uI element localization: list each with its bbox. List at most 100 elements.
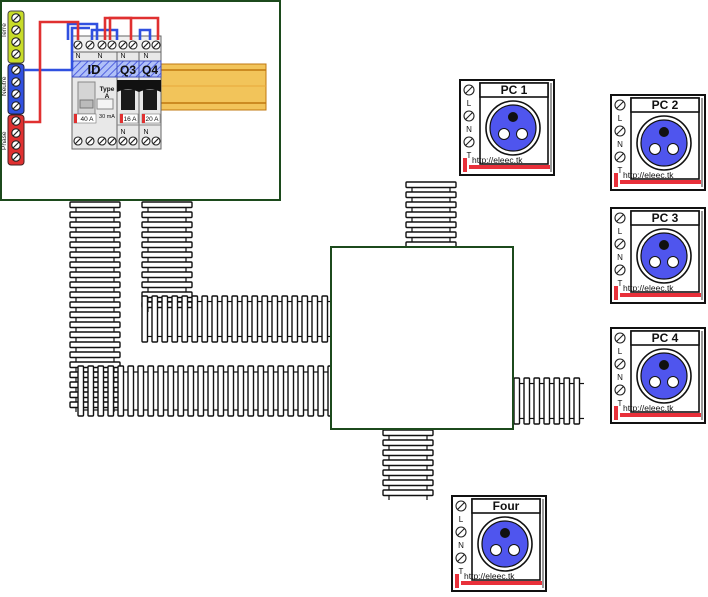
module-screw-icon (151, 40, 161, 50)
module-screw-icon (151, 136, 161, 146)
terminal-screw-icon (614, 384, 626, 396)
neutral-wires (24, 22, 152, 72)
module-screw-icon (73, 40, 83, 50)
module-screw-icon (118, 136, 128, 146)
conduit-lower-horizontal (77, 365, 338, 417)
socket-terminal-label: T (459, 567, 464, 576)
socket-label: PC 2 (652, 98, 679, 112)
socket-terminal-label: L (459, 515, 464, 524)
terminal-screw-icon (11, 128, 21, 138)
module-screw-icon (118, 40, 128, 50)
earth-bar: Terre (1, 10, 25, 64)
rcd-type-value: A (105, 93, 110, 100)
socket-terminal-label: L (618, 227, 623, 236)
module-screw-icon (128, 136, 138, 146)
socket-terminal-label: L (467, 99, 472, 108)
socket-url: http://eleec.tk (472, 155, 523, 165)
terminal-screw-icon (463, 84, 475, 96)
socket-terminal-label: T (618, 399, 623, 408)
module-screw-icon (107, 136, 117, 146)
conduit-mid-vertical (141, 201, 193, 312)
module-screw-icon (141, 40, 151, 50)
socket-terminal-label: N (617, 373, 623, 382)
phase-bar: Phase (1, 114, 25, 166)
terminal-screw-icon (11, 89, 21, 99)
terminal-screw-icon (11, 77, 21, 87)
terminal-screw-icon (11, 116, 21, 126)
socket-terminal-label: L (618, 114, 623, 123)
terminal-screw-icon (614, 264, 626, 276)
terminal-screw-icon (11, 25, 21, 35)
terminal-screw-icon (11, 49, 21, 59)
terminal-screw-icon (11, 13, 21, 23)
phase-wires (24, 16, 160, 124)
distribution-panel: Terre Neutre Phase (0, 0, 281, 201)
rcd-type-label: Type (100, 86, 115, 93)
socket-terminal-label: L (618, 347, 623, 356)
terminal-screw-icon (11, 152, 21, 162)
module-body (71, 35, 162, 150)
socket-url: http://eleec.tk (623, 403, 674, 413)
socket-face-icon (636, 228, 692, 284)
conduit-upper-horizontal (141, 295, 332, 343)
earth-bar-label: Terre (1, 23, 8, 38)
terminal-screw-icon (614, 332, 626, 344)
socket-terminal-label: N (617, 140, 623, 149)
terminal-screw-icon (614, 125, 626, 137)
terminal-screw-icon (11, 101, 21, 111)
rcd-sensitivity: 30 mA (99, 114, 115, 120)
socket-face-icon (636, 348, 692, 404)
terminal-n-label: N (120, 129, 125, 136)
socket-terminal-label: T (467, 151, 472, 160)
module-screw-icon (97, 40, 107, 50)
terminal-n-label: N (97, 53, 102, 60)
conduits (69, 181, 584, 500)
terminal-n-label: N (75, 53, 80, 60)
socket-terminal-label: N (466, 125, 472, 134)
socket-url: http://eleec.tk (623, 170, 674, 180)
neutral-bar: Neutre (1, 63, 25, 115)
socket-terminal-label: N (458, 541, 464, 550)
junction-box (330, 246, 514, 430)
conduit-top-to-pc1 (405, 181, 457, 252)
module-screw-icon (107, 40, 117, 50)
q4-rating: 20 A (145, 116, 159, 123)
terminal-screw-icon (463, 136, 475, 148)
neutral-bar-label: Neutre (1, 76, 8, 96)
terminal-n-label: N (120, 53, 125, 60)
phase-bar-label: Phase (1, 131, 8, 150)
module-screw-icon (128, 40, 138, 50)
terminal-screw-icon (455, 552, 467, 564)
terminal-screw-icon (614, 238, 626, 250)
socket-face-icon (477, 516, 533, 572)
socket-terminal-label: T (618, 279, 623, 288)
din-rail (159, 63, 267, 111)
socket-url: http://eleec.tk (623, 283, 674, 293)
socket-face-icon (485, 100, 541, 156)
terminal-screw-icon (614, 212, 626, 224)
terminal-screw-icon (455, 500, 467, 512)
terminal-screw-icon (11, 37, 21, 47)
q3-rating: 16 A (123, 116, 137, 123)
conduit-bottom-to-four (382, 429, 434, 500)
terminal-screw-icon (11, 65, 21, 75)
terminal-screw-icon (614, 99, 626, 111)
module-screw-icon (141, 136, 151, 146)
conduit-right (513, 377, 584, 425)
socket-label: PC 4 (652, 331, 679, 345)
terminal-screw-icon (455, 526, 467, 538)
module-screw-icon (85, 136, 95, 146)
terminal-screw-icon (614, 358, 626, 370)
terminal-screw-icon (463, 110, 475, 122)
socket-terminal-label: T (618, 166, 623, 175)
socket-url: http://eleec.tk (464, 571, 515, 581)
socket-label: Four (493, 499, 520, 513)
q3-module-name: Q3 (120, 63, 136, 77)
rcd-rating: 40 A (80, 116, 94, 123)
